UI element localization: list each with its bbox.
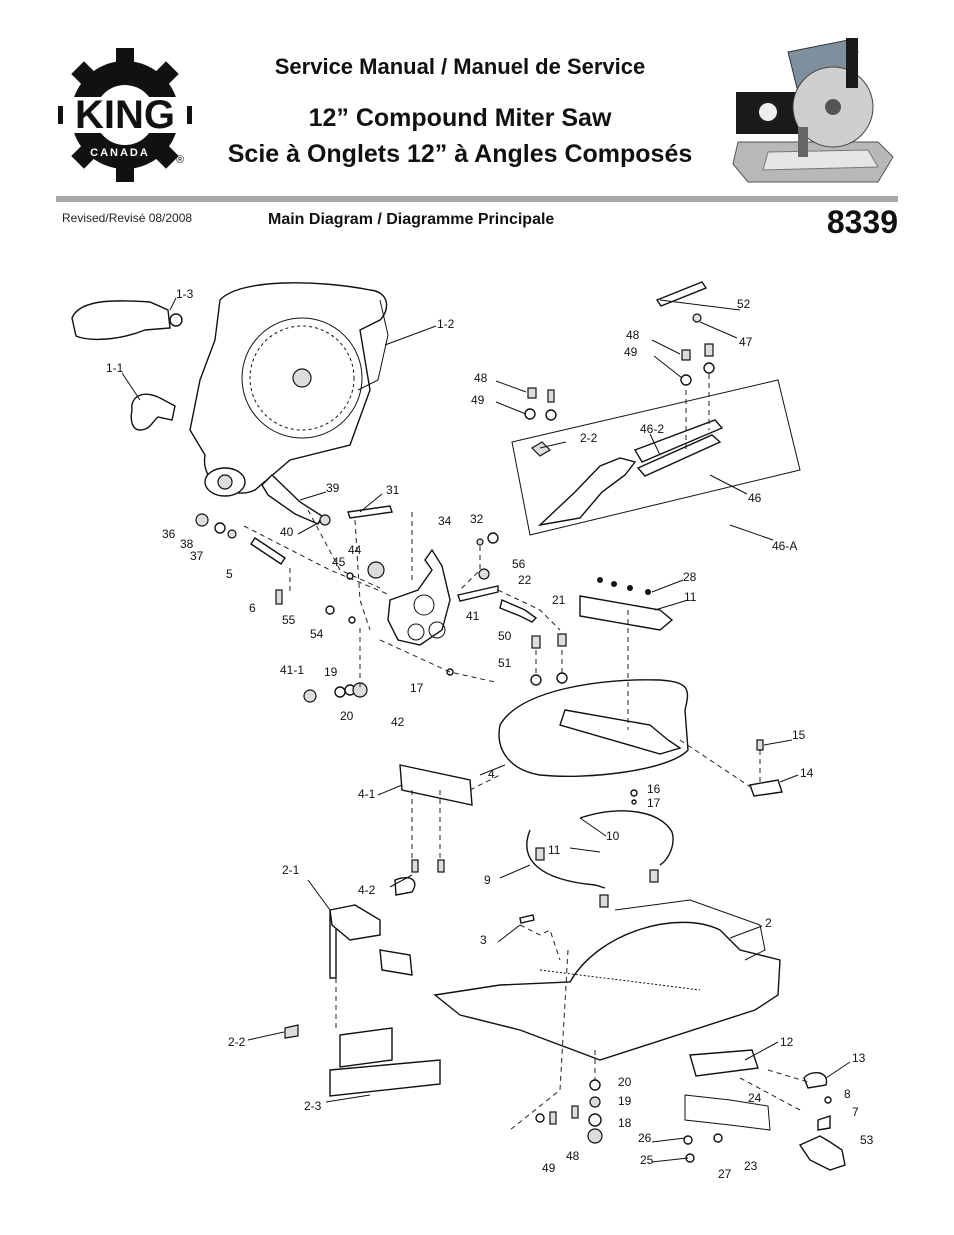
- part-label: 19: [618, 1094, 632, 1108]
- part-label: 2-2: [228, 1035, 246, 1049]
- gear-logo-icon: KING CANADA ®: [58, 48, 192, 182]
- title-product-en: 12” Compound Miter Saw: [308, 104, 612, 132]
- miter-saw-photo: [728, 32, 898, 192]
- part-label: 12: [780, 1035, 794, 1049]
- part-label: 11: [548, 843, 561, 857]
- part-label: 55: [282, 613, 296, 627]
- part-label: 2: [765, 916, 772, 930]
- part-label: 51: [498, 656, 512, 670]
- dust-elbow-part: [130, 393, 176, 431]
- revision-date: Revised/Revisé 08/2008: [62, 211, 193, 225]
- part-label: 1-2: [437, 317, 455, 331]
- part-label: 56: [512, 557, 526, 571]
- pin-part: [347, 505, 393, 519]
- part-label: 48: [474, 371, 488, 385]
- parts-diagram-svg: 1-3 1-2 1-1 39 31 40 36 38 37 5 6 34 32 …: [71, 281, 874, 1181]
- part-label: 48: [626, 328, 640, 342]
- part-label: 44: [348, 543, 362, 557]
- part-label: 21: [552, 593, 566, 607]
- arm-bracket-part: [387, 548, 451, 646]
- dust-bag-part: [71, 300, 183, 341]
- part-label: 3: [480, 933, 487, 947]
- turntable-part: [498, 679, 689, 777]
- miter-saw-image: [732, 38, 894, 183]
- part-label: 6: [249, 601, 256, 615]
- part-label: 32: [470, 512, 484, 526]
- logo-text: KING: [75, 93, 175, 137]
- part-label: 46: [748, 491, 762, 505]
- handle-part: [261, 474, 323, 525]
- title-product-fr: Scie à Onglets 12” à Angles Composés: [227, 140, 693, 168]
- part-label: 4-1: [358, 787, 376, 801]
- part-label: 7: [852, 1105, 859, 1119]
- part-label: 19: [324, 665, 338, 679]
- part-label: 10: [606, 829, 620, 843]
- section-title: Main Diagram / Diagramme Principale: [268, 211, 555, 228]
- extension-part: [329, 1027, 441, 1097]
- part-label: 24: [748, 1091, 762, 1105]
- part-label: 48: [566, 1149, 580, 1163]
- part-label: 20: [618, 1075, 632, 1089]
- part-label: 41-1: [280, 663, 304, 677]
- part-label: 4: [488, 767, 495, 781]
- base-part: [433, 899, 781, 1061]
- clamp-part: [329, 876, 416, 979]
- part-label: 49: [542, 1161, 556, 1175]
- part-label: 2-2: [580, 431, 598, 445]
- part-label: 36: [162, 527, 176, 541]
- part-label: 22: [518, 573, 532, 587]
- part-label: 4-2: [358, 883, 376, 897]
- part-label: 15: [792, 728, 806, 742]
- part-label: 25: [640, 1153, 654, 1167]
- part-label: 31: [386, 483, 400, 497]
- part-label: 38: [180, 537, 194, 551]
- part-label: 1-1: [106, 361, 124, 375]
- saw-head-blade-guard: [189, 282, 389, 497]
- part-label: 20: [340, 709, 354, 723]
- part-label: 17: [410, 681, 424, 695]
- part-label: 53: [860, 1133, 874, 1147]
- part-label: 49: [624, 345, 638, 359]
- part-label: 46-2: [640, 422, 664, 436]
- part-label: 45: [332, 555, 346, 569]
- part-label: 34: [438, 514, 452, 528]
- part-label: 52: [737, 297, 751, 311]
- part-label: 13: [852, 1051, 866, 1065]
- part-label: 16: [647, 782, 661, 796]
- title-service-manual: Service Manual / Manuel de Service: [274, 54, 646, 79]
- part-label: 23: [744, 1159, 758, 1173]
- part-label: 5: [226, 567, 233, 581]
- header-divider: [56, 196, 898, 202]
- part-label: 49: [471, 393, 485, 407]
- part-label: 2-1: [282, 863, 300, 877]
- part-label: 18: [618, 1116, 632, 1130]
- part-label: 9: [484, 873, 491, 887]
- logo-subtext: CANADA: [90, 147, 150, 159]
- part-label: 40: [280, 525, 294, 539]
- model-number: 8339: [826, 204, 898, 240]
- part-label: 1-3: [176, 287, 194, 301]
- part-label: 50: [498, 629, 512, 643]
- logo-registered-mark: ®: [176, 154, 184, 166]
- part-label: 54: [310, 627, 324, 641]
- part-label: 17: [647, 796, 661, 810]
- part-label: 42: [391, 715, 405, 729]
- part-label: 41: [466, 609, 480, 623]
- part-label: 28: [683, 570, 697, 584]
- part-label: 46-A: [772, 539, 797, 553]
- part-label: 37: [190, 549, 204, 563]
- part-label: 8: [844, 1087, 851, 1101]
- part-label: 39: [326, 481, 340, 495]
- part-label: 2-3: [304, 1099, 322, 1113]
- part-label: 11: [684, 590, 697, 604]
- part-label: 47: [739, 335, 753, 349]
- part-label: 27: [718, 1167, 732, 1181]
- fence-assembly: [511, 379, 801, 536]
- part-label: 14: [800, 766, 814, 780]
- king-canada-logo: KING CANADA ®: [58, 48, 193, 183]
- exploded-parts-diagram: 1-3 1-2 1-1 39 31 40 36 38 37 5 6 34 32 …: [40, 270, 920, 1210]
- part-label: 26: [638, 1131, 652, 1145]
